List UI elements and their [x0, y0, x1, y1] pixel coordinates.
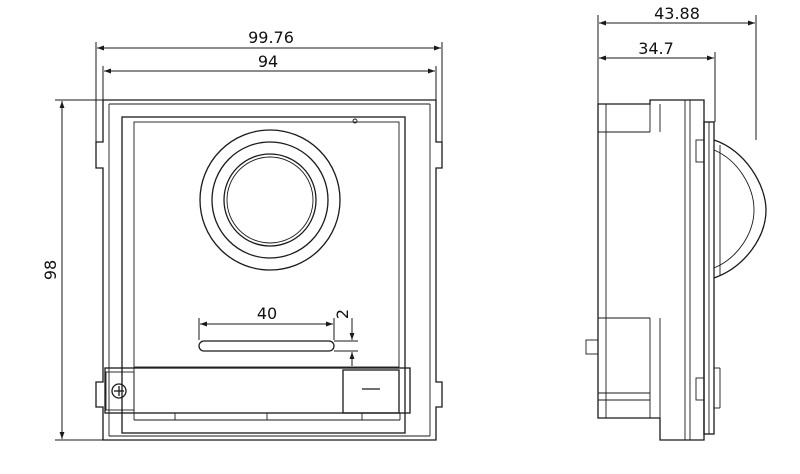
dim-overall-width: 99.76	[95, 28, 443, 142]
label-height: 98	[41, 260, 60, 280]
camera-lens	[199, 129, 341, 271]
label-slot-gap: 2	[333, 309, 352, 319]
dim-panel-width: 94	[102, 52, 437, 100]
label-overall-depth: 43.88	[654, 4, 700, 23]
dim-overall-depth: 43.88	[597, 4, 757, 140]
label-slot-width: 40	[257, 304, 277, 323]
dim-slot-gap: 2	[333, 309, 358, 366]
front-view: 99.76 94 98 40 2	[41, 28, 443, 441]
dim-height: 98	[41, 99, 103, 441]
lens-dome	[713, 139, 767, 279]
screw-icon	[105, 371, 135, 411]
side-faceplate	[695, 121, 721, 435]
card-slot	[198, 340, 335, 352]
label-overall-width: 99.76	[248, 28, 294, 47]
side-view: 43.88 34.7	[585, 4, 767, 441]
camera-module	[121, 116, 406, 434]
label-body-depth: 34.7	[638, 39, 674, 58]
front-frame	[95, 99, 443, 441]
dim-body-depth: 34.7	[599, 39, 716, 122]
side-body	[585, 99, 705, 441]
bottom-strip	[104, 367, 411, 421]
dim-slot-width: 40	[198, 304, 335, 340]
label-panel-width: 94	[258, 52, 278, 71]
